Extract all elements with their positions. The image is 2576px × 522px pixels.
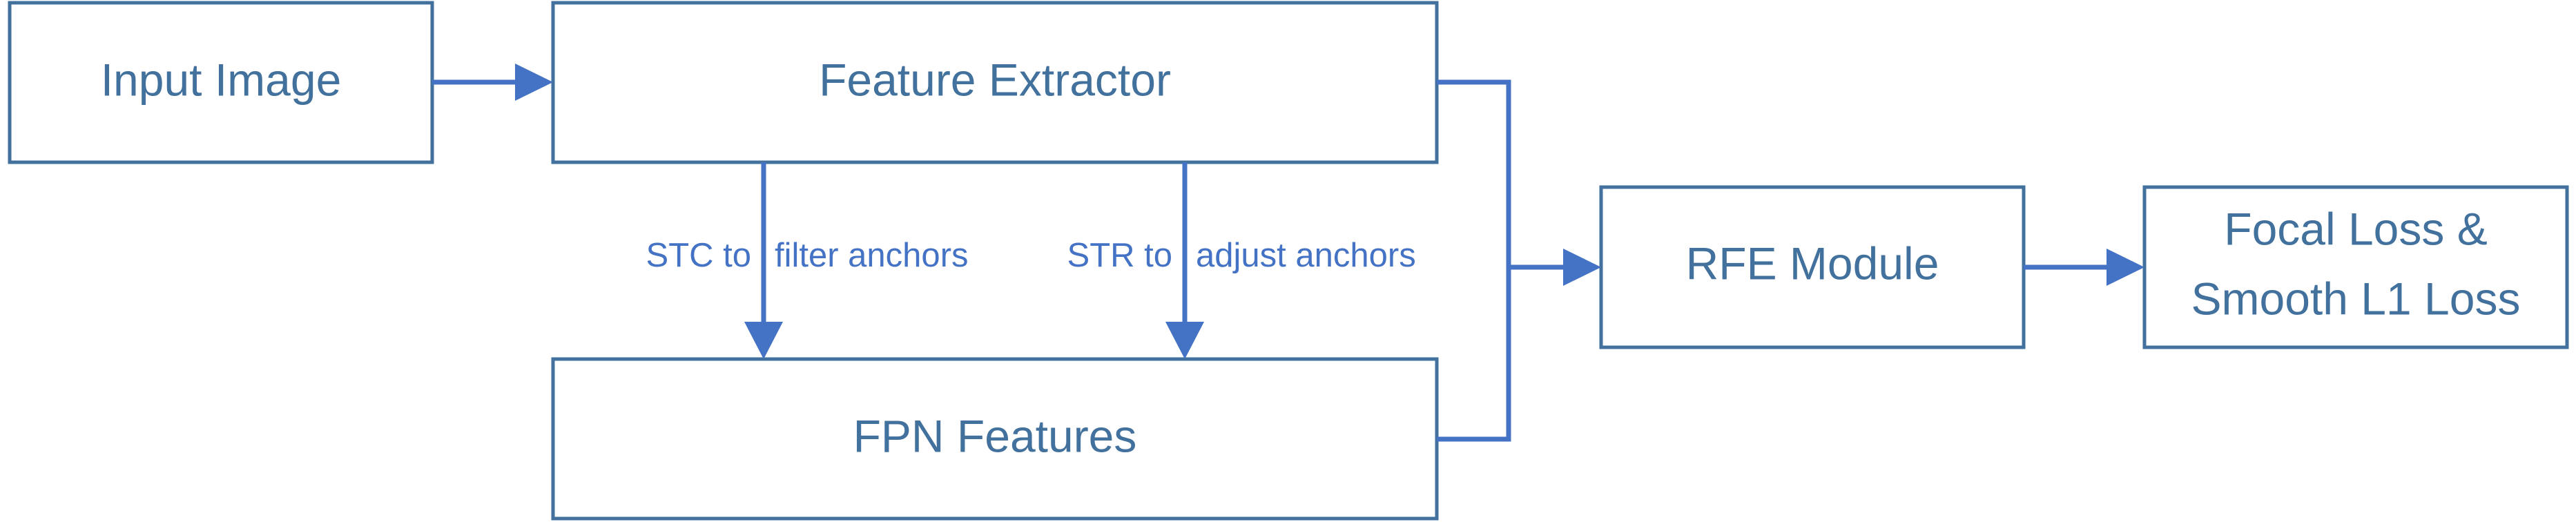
input-image-label: Input Image (101, 54, 342, 105)
stc-label-right: filter anchors (775, 237, 969, 274)
loss-label-line1: Focal Loss & (2224, 203, 2488, 254)
stc-arrowhead (744, 322, 783, 359)
str-arrowhead (1165, 322, 1204, 359)
loss-label-line2: Smooth L1 Loss (2191, 273, 2521, 324)
rfe-module-label: RFE Module (1686, 238, 1939, 289)
stc-label-left: STC to (646, 237, 751, 274)
input-image-box: Input Image (8, 1, 434, 164)
rfe-to-loss-arrowhead (2107, 249, 2144, 286)
extractor-to-merge-connector (1437, 79, 1511, 442)
feature-extractor-box: Feature Extractor (551, 1, 1439, 164)
input-to-extractor-arrowhead (515, 64, 553, 101)
fpn-features-label: FPN Features (853, 410, 1137, 461)
rfe-module-box: RFE Module (1599, 185, 2026, 349)
fpn-features-box: FPN Features (551, 357, 1439, 521)
str-label-left: STR to (1067, 237, 1172, 274)
feature-extractor-label: Feature Extractor (819, 54, 1171, 105)
str-label-right: adjust anchors (1196, 237, 1416, 274)
merge-to-rfe-arrowhead (1563, 249, 1601, 286)
loss-box: Focal Loss & Smooth L1 Loss (2142, 185, 2569, 349)
